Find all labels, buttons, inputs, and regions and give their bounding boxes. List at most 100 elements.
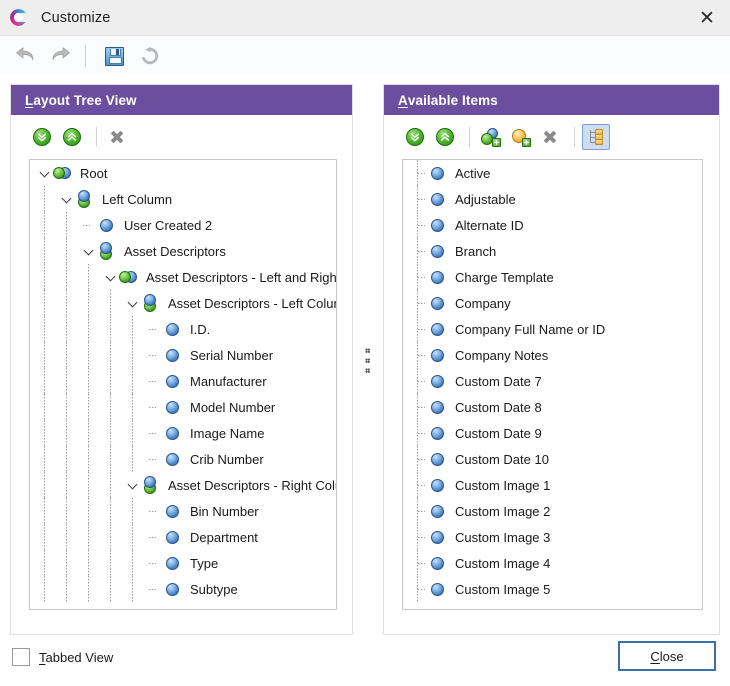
tree-guide-line: [66, 524, 67, 550]
tree-node[interactable]: Asset Descriptors - Left and Right: [30, 264, 336, 290]
list-item[interactable]: Active: [403, 160, 702, 186]
tree-guide-line: [88, 394, 89, 420]
layout-tree-toolbar: [11, 115, 352, 159]
list-item[interactable]: Custom Date 9: [403, 420, 702, 446]
save-button[interactable]: [99, 41, 129, 71]
undo-arrow-icon: [14, 47, 36, 65]
undo-button[interactable]: [10, 41, 40, 71]
tree-view-toggle-button[interactable]: [582, 124, 610, 150]
tree-guide-line: [110, 394, 111, 420]
list-item-label: Active: [455, 166, 490, 181]
tree-node[interactable]: Left Column: [30, 186, 336, 212]
tabbed-view-checkbox[interactable]: Tabbed View: [12, 648, 113, 666]
layout-tree[interactable]: RootLeft ColumnUser Created 2Asset Descr…: [29, 159, 337, 610]
list-item[interactable]: Custom Image 1: [403, 472, 702, 498]
tree-node[interactable]: Manufacturer: [30, 368, 336, 394]
list-item[interactable]: Custom Date 10: [403, 446, 702, 472]
field-sphere-icon: [427, 269, 447, 285]
tree-guide-line: [44, 186, 45, 212]
list-item[interactable]: Custom Image 4: [403, 550, 702, 576]
field-sphere-icon: [427, 217, 447, 233]
tree-guide-line: [88, 316, 89, 342]
tree-guide-line: [88, 524, 89, 550]
field-sphere-icon: [427, 425, 447, 441]
collapse-all-icon: [63, 128, 81, 146]
chevron-down-icon[interactable]: [126, 478, 140, 492]
tree-node-spacer: [148, 504, 162, 518]
tree-node[interactable]: User Created 2: [30, 212, 336, 238]
list-item[interactable]: Custom Date 7: [403, 368, 702, 394]
split-vertical-icon: [140, 295, 160, 311]
chevron-down-icon[interactable]: [60, 192, 74, 206]
list-item-label: Custom Image 1: [455, 478, 550, 493]
tree-node[interactable]: Asset Descriptors - Left Column: [30, 290, 336, 316]
collapse-all-button[interactable]: [59, 124, 85, 150]
list-item[interactable]: Custom Date 8: [403, 394, 702, 420]
panel-title-rest: vailable Items: [408, 93, 498, 108]
list-item[interactable]: Alternate ID: [403, 212, 702, 238]
tree-guide-line: [44, 420, 45, 446]
list-item[interactable]: Charge Template: [403, 264, 702, 290]
list-item[interactable]: Custom Image 5: [403, 576, 702, 602]
add-blue-sphere-icon: [480, 128, 500, 146]
chevron-down-icon[interactable]: [104, 270, 118, 284]
tree-guide-line: [44, 316, 45, 342]
chevron-down-icon[interactable]: [38, 166, 52, 180]
collapse-all-icon: [436, 128, 454, 146]
list-item[interactable]: Adjustable: [403, 186, 702, 212]
tree-node[interactable]: Serial Number: [30, 342, 336, 368]
tree-guide-line: [132, 498, 133, 524]
tree-indent: [30, 381, 148, 382]
revert-button[interactable]: [135, 41, 165, 71]
list-item[interactable]: Branch: [403, 238, 702, 264]
tree-node-spacer: [148, 348, 162, 362]
delete-button[interactable]: [104, 124, 130, 150]
tree-node-label: Crib Number: [190, 452, 264, 467]
collapse-all-button[interactable]: [432, 124, 458, 150]
list-item[interactable]: Company: [403, 290, 702, 316]
available-items-header: Available Items: [384, 85, 719, 115]
available-items-list[interactable]: ActiveAdjustableAlternate IDBranchCharge…: [402, 159, 703, 610]
field-sphere-icon: [427, 321, 447, 337]
add-field-button[interactable]: [477, 124, 503, 150]
tree-indent: [30, 329, 148, 330]
window-close-icon[interactable]: ✕: [684, 0, 730, 36]
panel-splitter[interactable]: [358, 340, 376, 380]
panel-title-accel: L: [25, 93, 33, 108]
tree-guide-line: [44, 368, 45, 394]
tree-node[interactable]: Bin Number: [30, 498, 336, 524]
tree-node[interactable]: Asset Descriptors: [30, 238, 336, 264]
checkbox-box[interactable]: [12, 648, 30, 666]
add-group-button[interactable]: [507, 124, 533, 150]
tree-node[interactable]: Image Name: [30, 420, 336, 446]
expand-all-button[interactable]: [29, 124, 55, 150]
tree-node[interactable]: Type: [30, 550, 336, 576]
tree-node[interactable]: I.D.: [30, 316, 336, 342]
tree-guide-line: [44, 472, 45, 498]
expand-all-button[interactable]: [402, 124, 428, 150]
tree-node[interactable]: Crib Number: [30, 446, 336, 472]
tree-stub-line: [418, 407, 425, 408]
chevron-down-icon[interactable]: [126, 296, 140, 310]
tree-node[interactable]: Root: [30, 160, 336, 186]
list-item-label: Custom Date 10: [455, 452, 549, 467]
close-button[interactable]: Close: [618, 641, 716, 671]
field-sphere-icon: [162, 451, 182, 467]
list-item[interactable]: Company Notes: [403, 342, 702, 368]
tree-node[interactable]: Department: [30, 524, 336, 550]
redo-button[interactable]: [46, 41, 76, 71]
tree-guide-line: [88, 472, 89, 498]
tree-node[interactable]: Asset Descriptors - Right Column: [30, 472, 336, 498]
window-title-bar: Customize ✕: [0, 0, 730, 36]
tree-guide-line: [44, 576, 45, 602]
delete-button[interactable]: [537, 124, 563, 150]
list-item[interactable]: Custom Image 2: [403, 498, 702, 524]
tree-node[interactable]: Model Number: [30, 394, 336, 420]
tree-stub-line: [418, 355, 425, 356]
chevron-down-icon[interactable]: [82, 244, 96, 258]
delete-x-icon: [109, 129, 125, 145]
tree-node[interactable]: Subtype: [30, 576, 336, 602]
list-item[interactable]: Custom Image 3: [403, 524, 702, 550]
field-sphere-icon: [427, 503, 447, 519]
list-item[interactable]: Company Full Name or ID: [403, 316, 702, 342]
